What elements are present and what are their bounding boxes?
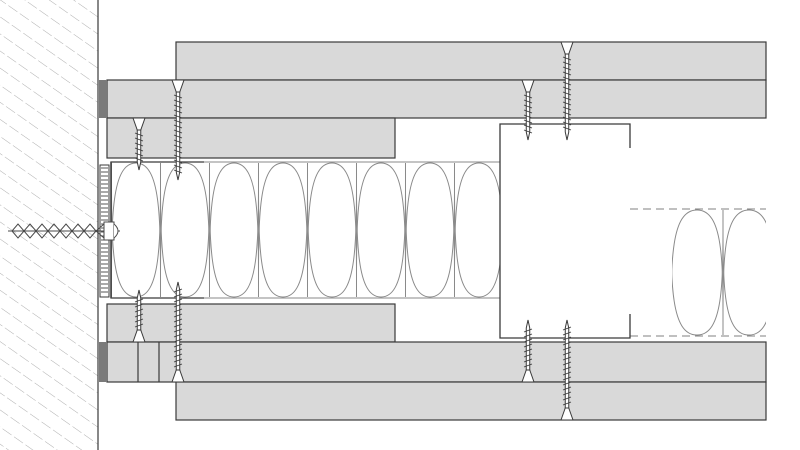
masonry-wall	[0, 0, 99, 450]
board-inner-top	[106, 79, 767, 119]
insulation-left-lobe-upper	[159, 162, 211, 298]
insulation-left	[110, 161, 501, 299]
insulation-left-lobe-upper	[306, 162, 358, 298]
insulation-right-lobe-upper	[775, 210, 800, 335]
wall-plug-anchor	[8, 221, 120, 241]
drywall-screw	[171, 79, 185, 181]
insulation-left-lobe-upper	[257, 162, 309, 298]
insulation-right-lobe-upper	[672, 209, 724, 336]
insulation-left-lobe-upper	[355, 162, 407, 298]
board-short-bottom	[106, 303, 396, 343]
drywall-screw	[132, 117, 146, 171]
board-outer-bottom	[175, 381, 767, 421]
insulation-right-lobe-lower	[722, 209, 766, 336]
gasket-strips	[99, 80, 107, 382]
drywall-screw	[521, 79, 535, 141]
board-short-top	[106, 117, 396, 159]
drywall-screw	[560, 41, 574, 141]
insulation-right-lobe-lower	[775, 210, 800, 335]
board-outer-top	[175, 41, 767, 81]
board-inner-bottom	[106, 341, 767, 383]
insulation-right-lobe-lower	[672, 209, 724, 336]
drywall-screw	[171, 281, 185, 383]
insulation-left-lobe-upper	[404, 162, 456, 298]
drywall-screw	[560, 319, 574, 421]
insulation-left-lobe-upper	[208, 162, 260, 298]
insulation-left-lobe-upper	[453, 162, 500, 298]
drywall-screw	[132, 289, 146, 343]
boards	[106, 41, 767, 421]
screws	[132, 41, 574, 421]
gasket-top	[99, 80, 107, 118]
insulation-left-lobe-lower	[453, 162, 500, 298]
insulation-right-lobe-upper	[722, 209, 766, 336]
gasket-bottom	[99, 342, 107, 382]
c-stud-right	[499, 123, 631, 339]
drywall-screw	[521, 319, 535, 383]
